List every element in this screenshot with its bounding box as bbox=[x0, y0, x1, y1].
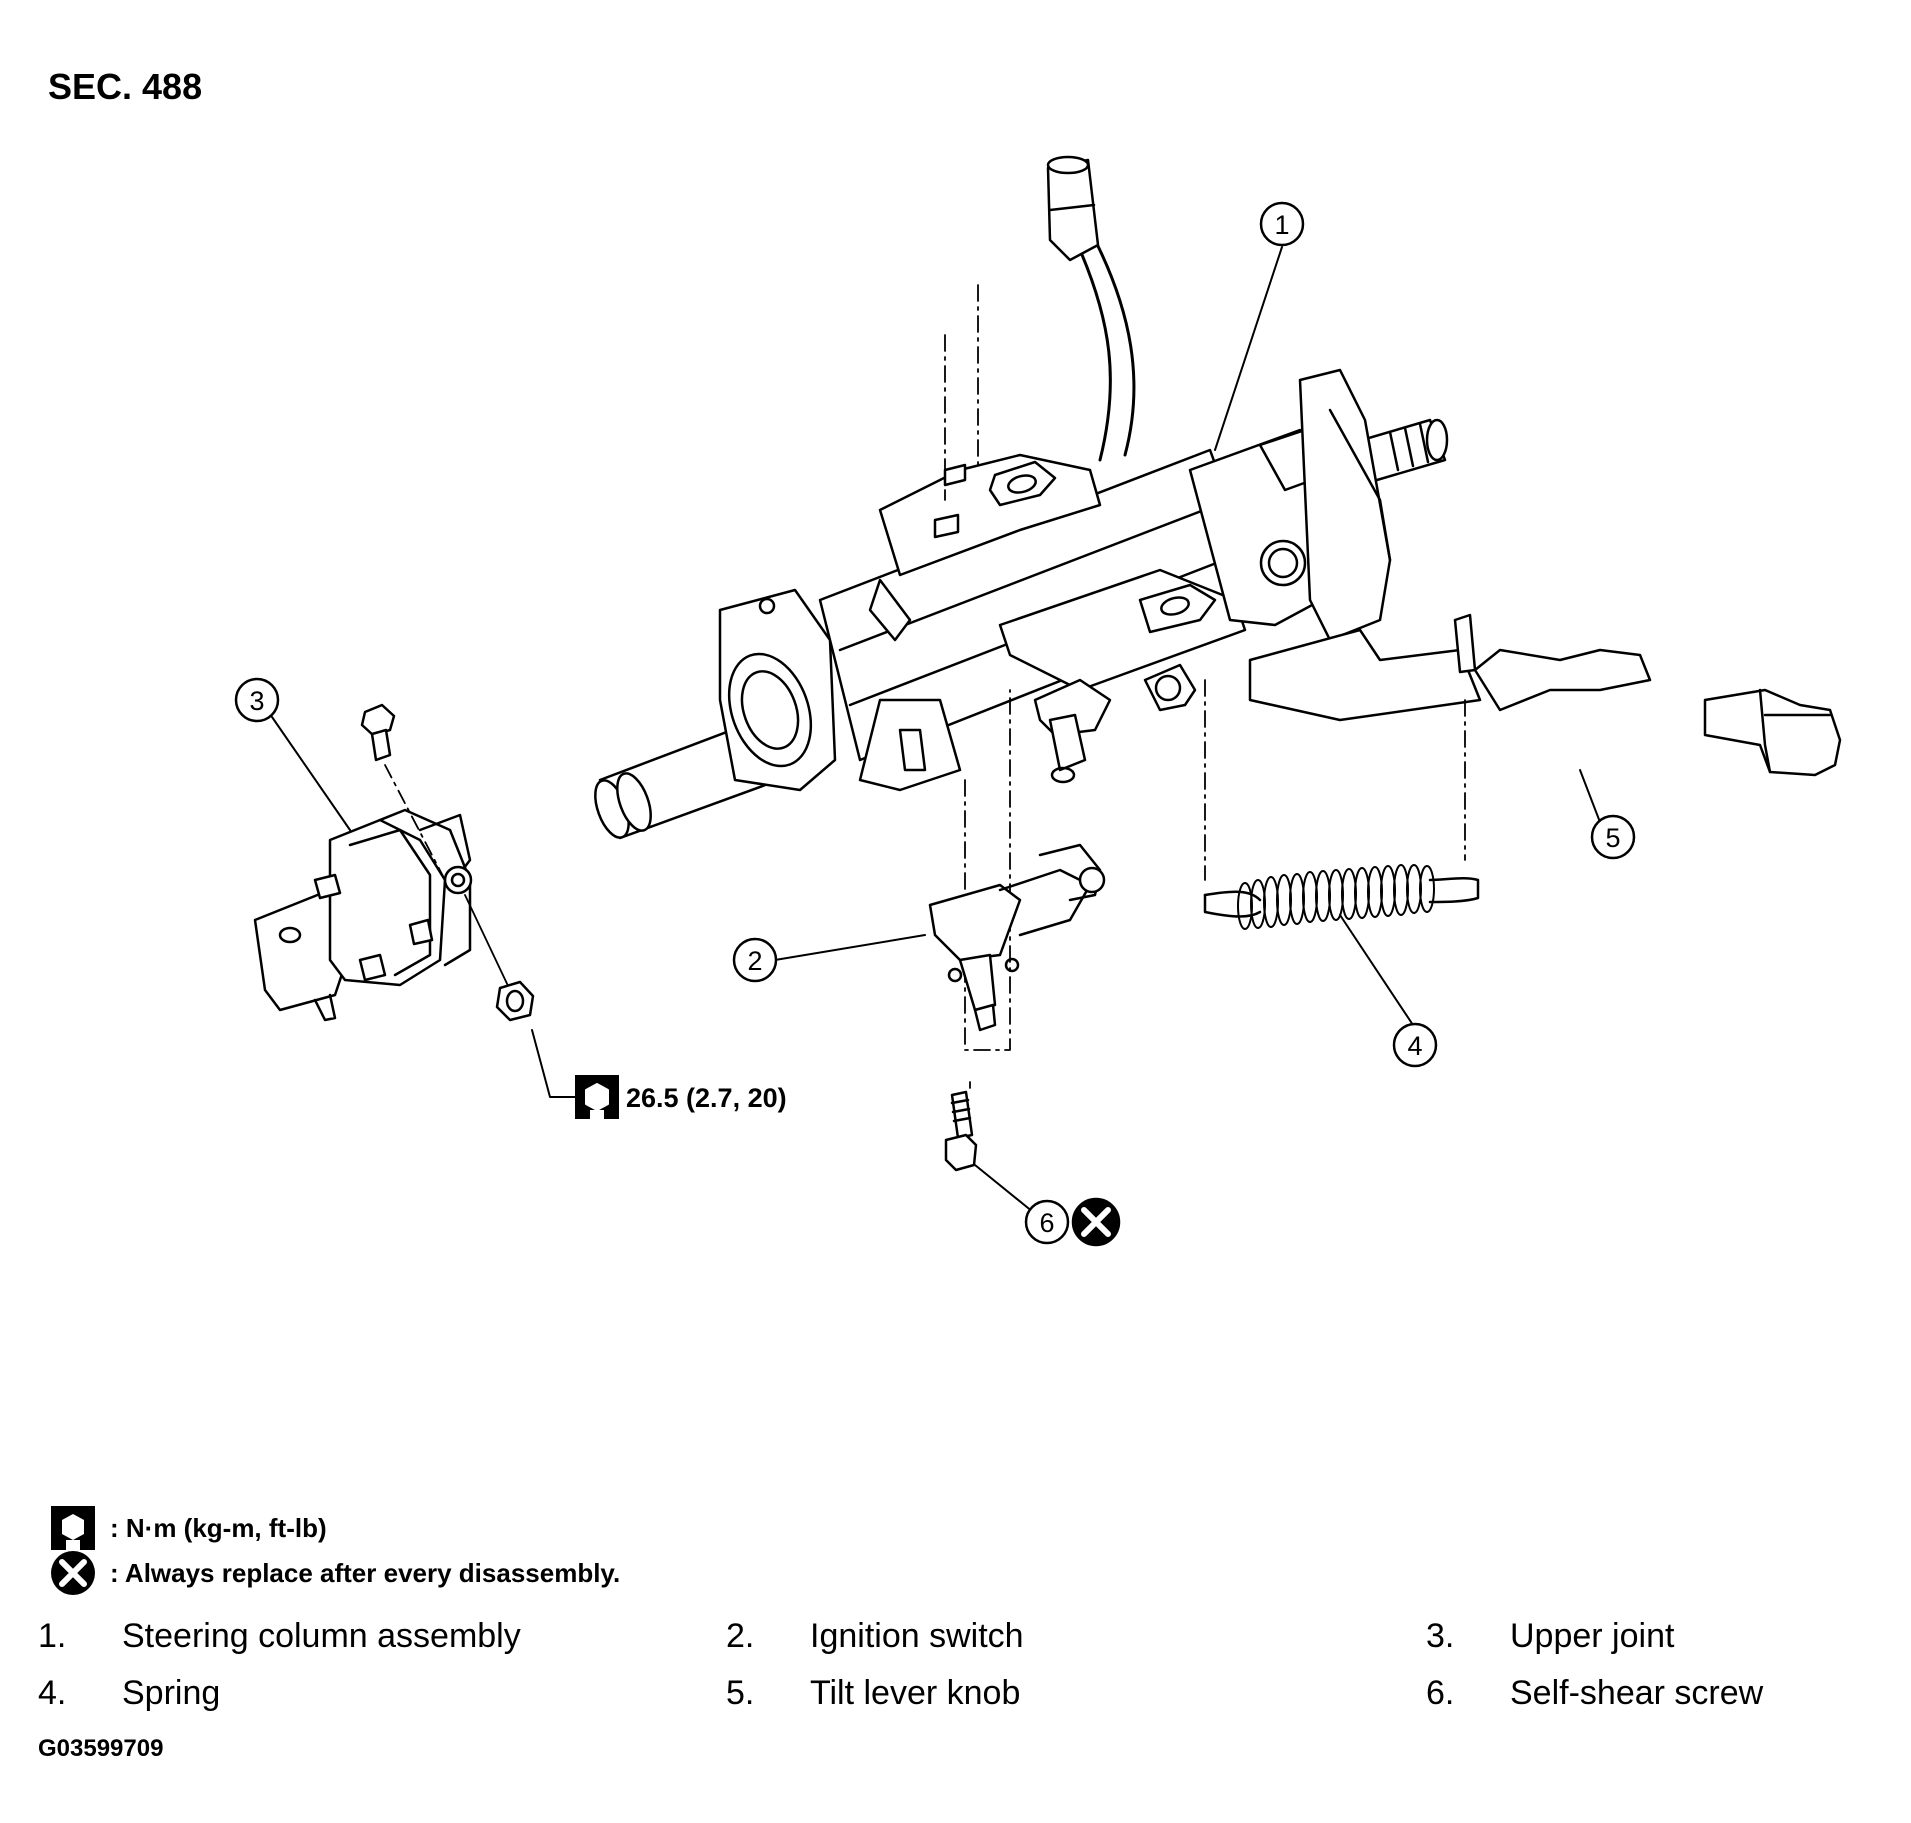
part-name: Steering column assembly bbox=[122, 1617, 521, 1655]
legend-torque-units: : N·m (kg-m, ft-lb) bbox=[110, 1512, 327, 1543]
legend-replace-note: : Always replace after every disassembly… bbox=[110, 1557, 621, 1588]
tilt-lever-knob-drawing bbox=[1703, 688, 1842, 777]
torque-wrench-icon bbox=[51, 1506, 95, 1550]
upper-joint-drawing bbox=[253, 703, 535, 1022]
part-item-4: 4. Spring bbox=[38, 1674, 220, 1713]
svg-text:3: 3 bbox=[249, 686, 264, 716]
always-replace-icon bbox=[1071, 1197, 1121, 1247]
callout-1: 1 bbox=[1259, 201, 1305, 247]
callout-4: 4 bbox=[1392, 1022, 1438, 1068]
part-name: Upper joint bbox=[1510, 1617, 1675, 1655]
callout-3: 3 bbox=[234, 677, 280, 723]
part-name: Tilt lever knob bbox=[810, 1674, 1021, 1712]
torque-wrench-icon bbox=[575, 1075, 619, 1119]
svg-text:5: 5 bbox=[1605, 823, 1620, 853]
part-item-3: 3. Upper joint bbox=[1426, 1617, 1674, 1656]
always-replace-icon bbox=[51, 1551, 95, 1595]
steering-column-exploded-diagram: 1 2 3 4 5 6 26.5 (2.7, 20) bbox=[234, 155, 1842, 1247]
part-item-6: 6. Self-shear screw bbox=[1426, 1674, 1763, 1713]
callout-2: 2 bbox=[732, 937, 778, 983]
svg-text:6: 6 bbox=[1039, 1208, 1054, 1238]
callout-5: 5 bbox=[1590, 814, 1636, 860]
callout-6: 6 bbox=[1024, 1199, 1070, 1245]
part-item-5: 5. Tilt lever knob bbox=[726, 1674, 1020, 1713]
part-number: 2. bbox=[726, 1617, 755, 1655]
ignition-switch-drawing bbox=[928, 284, 1106, 1051]
svg-text:4: 4 bbox=[1407, 1031, 1422, 1061]
spring-drawing bbox=[1203, 679, 1480, 930]
part-item-2: 2. Ignition switch bbox=[726, 1617, 1024, 1656]
svg-text:1: 1 bbox=[1274, 210, 1289, 240]
part-name: Ignition switch bbox=[810, 1617, 1024, 1655]
section-title: SEC. 488 bbox=[48, 66, 203, 107]
figure-code: G03599709 bbox=[38, 1735, 164, 1762]
svg-text:2: 2 bbox=[747, 946, 762, 976]
part-number: 5. bbox=[726, 1674, 755, 1712]
legend-torque-row: : N·m (kg-m, ft-lb) bbox=[50, 1505, 327, 1551]
steering-column-assembly-drawing bbox=[594, 155, 1652, 840]
part-name: Spring bbox=[122, 1674, 221, 1712]
part-item-1: 1. Steering column assembly bbox=[38, 1617, 521, 1656]
self-shear-screw-drawing bbox=[944, 1081, 978, 1172]
torque-spec: 26.5 (2.7, 20) bbox=[626, 1083, 787, 1113]
part-number: 4. bbox=[38, 1674, 67, 1712]
legend-replace-row: : Always replace after every disassembly… bbox=[50, 1550, 620, 1596]
part-number: 6. bbox=[1426, 1674, 1455, 1712]
leader-lines bbox=[271, 246, 1614, 1213]
part-number: 3. bbox=[1426, 1617, 1455, 1655]
part-number: 1. bbox=[38, 1617, 67, 1655]
part-name: Self-shear screw bbox=[1510, 1674, 1764, 1712]
